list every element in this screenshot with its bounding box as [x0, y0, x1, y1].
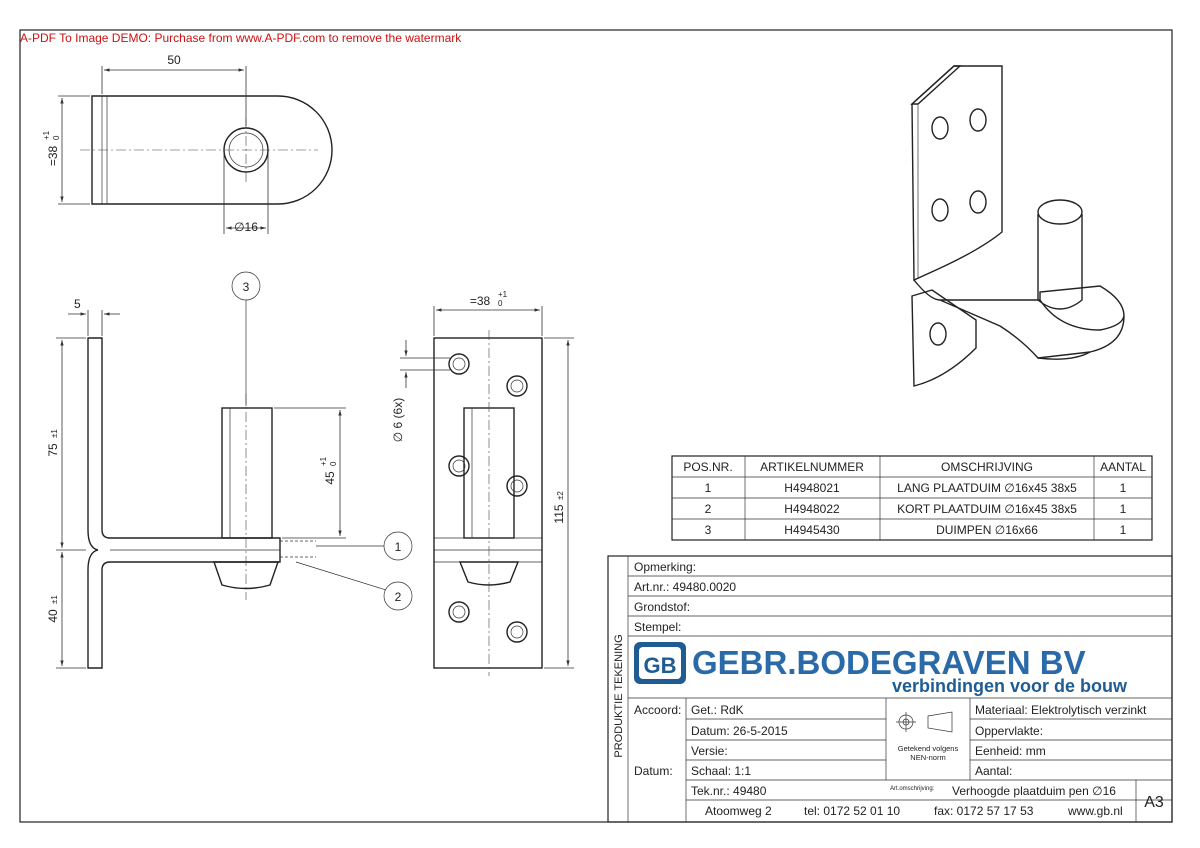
balloon-3: 3: [243, 280, 250, 294]
footer-address: Atoomweg 2: [705, 804, 772, 818]
balloon-2: 2: [395, 590, 402, 604]
dim-hole-diameter: ∅16: [234, 220, 258, 234]
parts-row1-qty: 1: [1120, 481, 1127, 495]
parts-row2-desc: KORT PLAATDUIM ∅16x45 38x5: [897, 502, 1077, 516]
footer-fax: fax: 0172 57 17 53: [934, 804, 1034, 818]
footer-tel: tel: 0172 52 01 10: [804, 804, 900, 818]
title-block-side-label: PRODUKTIE TEKENING: [613, 634, 625, 757]
top-view: 50 =38 +1 0 ∅16: [42, 53, 333, 234]
dim-front-width: =38: [470, 294, 491, 308]
dim-front-tol: +1: [498, 290, 508, 299]
parts-row3-desc: DUIMPEN ∅16x66: [936, 523, 1038, 537]
dim-total-length: 115: [552, 504, 566, 523]
dim-pin-tol0: 0: [329, 461, 338, 466]
field-accoord: Accoord:: [634, 703, 681, 717]
nen-note-2: NEN-norm: [910, 753, 945, 762]
dim-75-tol: ±1: [50, 429, 59, 438]
field-teknr: Tek.nr.: 49480: [691, 784, 767, 798]
company-name: GEBR.BODEGRAVEN BV: [692, 644, 1086, 681]
nen-note-1: Getekend volgens: [898, 744, 959, 753]
parts-row3-pos: 3: [705, 523, 712, 537]
dim-pin-length: 45: [323, 471, 337, 485]
dim-pin-tol: +1: [319, 456, 328, 466]
field-art-oms: Verhoogde plaatduim pen ∅16: [952, 784, 1116, 798]
dim-40-tol: ±1: [50, 595, 59, 604]
parts-row1-desc: LANG PLAATDUIM ∅16x45 38x5: [897, 481, 1077, 495]
parts-header-pos: POS.NR.: [683, 460, 732, 474]
field-materiaal: Materiaal: Elektrolytisch verzinkt: [975, 703, 1147, 717]
parts-header-omschrijving: OMSCHRIJVING: [941, 460, 1033, 474]
dim-hole-spec: ∅ 6 (6x): [391, 398, 405, 442]
dim-total-tol: ±2: [556, 491, 565, 500]
parts-row1-pos: 1: [705, 481, 712, 495]
field-artnr: Art.nr.: 49480.0020: [634, 580, 736, 594]
field-eenheid: Eenheid: mm: [975, 744, 1046, 758]
watermark-text: A-PDF To Image DEMO: Purchase from www.A…: [20, 31, 462, 45]
field-get: Get.: RdK: [691, 703, 744, 717]
side-view: 5 75 ±1 40 ±1 45 +1 0 3 1: [46, 271, 413, 669]
dim-top-tol: +1: [42, 130, 51, 140]
field-datum: Datum: 26-5-2015: [691, 724, 788, 738]
parts-row3-art: H4945430: [784, 523, 840, 537]
isometric-view: [910, 65, 1125, 387]
sheet-border: [19, 29, 1173, 823]
parts-row2-qty: 1: [1120, 502, 1127, 516]
dim-40: 40: [46, 609, 60, 623]
parts-header-artikel: ARTIKELNUMMER: [760, 460, 864, 474]
field-art-oms-label: Art.omschrijving:: [890, 786, 935, 792]
company-logo: GB: [634, 642, 686, 684]
field-opmerking: Opmerking:: [634, 560, 696, 574]
company-tagline: verbindingen voor de bouw: [892, 676, 1128, 696]
dim-top-tol0: 0: [52, 135, 61, 140]
projection-symbol-icon: [896, 711, 953, 733]
parts-row2-art: H4948022: [784, 502, 840, 516]
field-oppervlakte: Oppervlakte:: [975, 724, 1043, 738]
dim-front-tol0: 0: [498, 299, 503, 308]
field-grondstof: Grondstof:: [634, 600, 690, 614]
parts-row3-qty: 1: [1120, 523, 1127, 537]
field-datum-label: Datum:: [634, 764, 673, 778]
logo-mark-text: GB: [644, 653, 677, 678]
parts-header-aantal: AANTAL: [1100, 460, 1146, 474]
field-versie: Versie:: [691, 744, 728, 758]
field-stempel: Stempel:: [634, 620, 681, 634]
sheet-format: A3: [1144, 794, 1164, 811]
dim-top-width: 50: [167, 53, 181, 67]
dim-top-height: =38: [46, 145, 60, 166]
parts-row1-art: H4948021: [784, 481, 840, 495]
parts-row2-pos: 2: [705, 502, 712, 516]
field-schaal: Schaal: 1:1: [691, 764, 751, 778]
field-aantal: Aantal:: [975, 764, 1012, 778]
dim-plate-thickness: 5: [74, 297, 81, 311]
footer-web: www.gb.nl: [1067, 804, 1123, 818]
title-block: PRODUKTIE TEKENING Opmerking: Art.nr.: 4…: [607, 555, 1173, 823]
parts-table: POS.NR. ARTIKELNUMMER OMSCHRIJVING AANTA…: [671, 455, 1153, 541]
front-view: =38 +1 0 ∅ 6 (6x) 115 ±2: [391, 290, 574, 676]
mounting-holes: [448, 353, 528, 643]
balloon-1: 1: [395, 540, 402, 554]
dim-75: 75: [46, 443, 60, 457]
